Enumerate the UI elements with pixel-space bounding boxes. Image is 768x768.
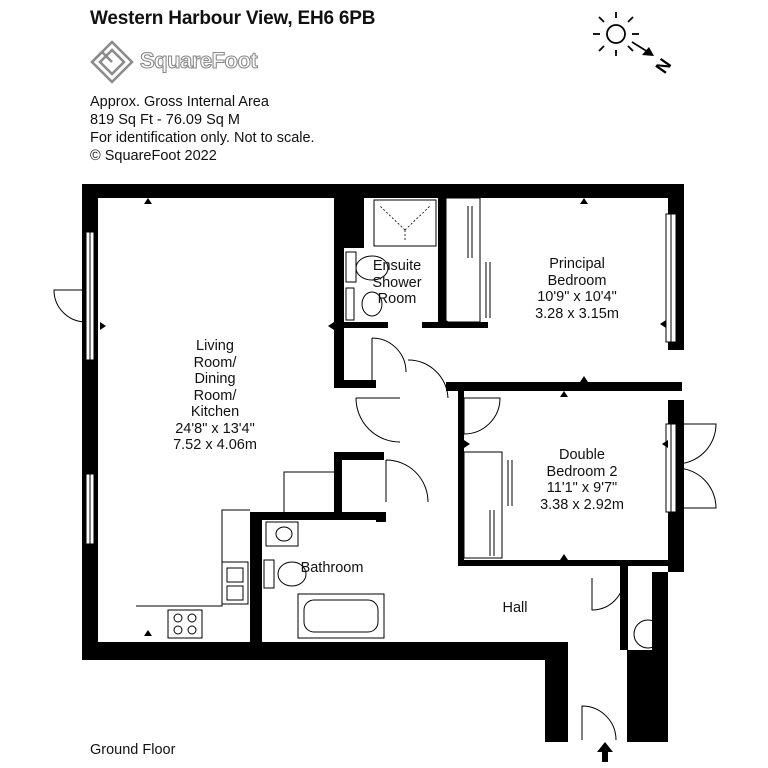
plan-title: Western Harbour View, EH6 6PB — [90, 8, 376, 29]
room-label-living: Living Room/ Dining Room/ Kitchen 24'8" … — [173, 338, 257, 453]
squarefoot-logo: SquareFoot — [90, 40, 280, 84]
squarefoot-logo-icon — [90, 40, 134, 84]
room-label-ensuite: Ensuite Shower Room — [372, 258, 422, 307]
room-label-bathroom: Bathroom — [300, 560, 364, 576]
wardrobes — [445, 197, 513, 559]
fixtures — [136, 199, 663, 649]
area-value: 819 Sq Ft - 76.09 Sq M — [90, 112, 240, 128]
floor-label: Ground Floor — [90, 742, 176, 758]
room-label-principal-bedroom: Principal Bedroom 10'9" x 10'4" 3.28 x 3… — [535, 256, 619, 322]
entrance-arrow-icon — [597, 742, 613, 762]
room-label-hall: Hall — [502, 600, 528, 616]
copyright: © SquareFoot 2022 — [90, 148, 217, 164]
disclaimer: For identification only. Not to scale. — [90, 130, 315, 146]
brand-name: SquareFoot — [139, 47, 258, 73]
compass-sun-icon: N — [593, 12, 675, 77]
doors — [53, 270, 717, 741]
area-info: Approx. Gross Internal Area 819 Sq Ft - … — [90, 93, 315, 165]
dimension-markers — [100, 198, 668, 636]
room-label-double-bedroom: Double Bedroom 2 11'1" x 9'7" 3.38 x 2.9… — [540, 447, 624, 513]
area-label: Approx. Gross Internal Area — [90, 94, 269, 110]
